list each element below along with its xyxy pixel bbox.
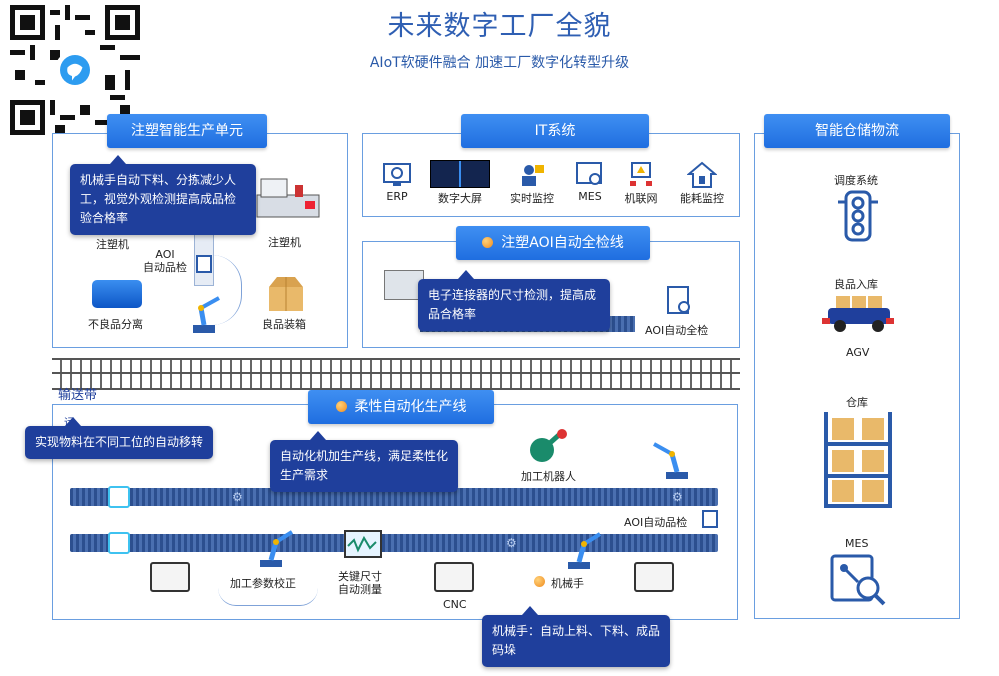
reject-label: 不良品分离 bbox=[88, 318, 143, 331]
robot-arm-icon bbox=[646, 436, 691, 485]
robot-arm-icon bbox=[252, 524, 297, 573]
inbound-label: 良品入库 bbox=[834, 278, 878, 291]
orange-dot-icon bbox=[534, 576, 545, 587]
agv-label: AGV bbox=[846, 346, 870, 359]
iot-label: 机联网 bbox=[624, 192, 658, 205]
orange-dot-icon bbox=[335, 401, 347, 412]
traffic-light-icon bbox=[836, 190, 880, 246]
gear-icon: ⚙ bbox=[506, 536, 517, 550]
it-tag-label: IT系统 bbox=[534, 123, 576, 139]
erp-label: ERP bbox=[386, 190, 408, 203]
dashboard-icon bbox=[428, 158, 492, 190]
molding-machine-icon bbox=[255, 175, 325, 225]
aoi-label: AOI 自动品检 bbox=[143, 248, 187, 274]
measure-screen-icon bbox=[344, 530, 382, 558]
mes-item[interactable]: MES bbox=[568, 160, 612, 210]
conveyor-callout: 实现物料在不同工位的自动移转 bbox=[25, 417, 213, 459]
monitor-item[interactable]: 实时监控 bbox=[506, 160, 558, 210]
shelf-icon bbox=[820, 412, 896, 512]
cnc-label: CNC bbox=[443, 598, 467, 611]
mes-icon bbox=[568, 160, 612, 190]
energy-label: 能耗监控 bbox=[680, 192, 724, 205]
box-label: 良品装箱 bbox=[262, 318, 306, 331]
flex-aoi-label: AOI自动品检 bbox=[624, 516, 688, 529]
flex-line-tag: 柔性自动化生产线 bbox=[308, 390, 494, 424]
conveyor-callout-text: 实现物料在不同工位的自动移转 bbox=[35, 435, 204, 449]
house-energy-icon bbox=[674, 160, 730, 190]
injection-unit-tag-label: 注塑智能生产单元 bbox=[131, 123, 243, 139]
molding-machine-label: 注塑机 bbox=[96, 238, 129, 251]
it-tag: IT系统 bbox=[461, 114, 649, 148]
dashboard-label: 数字大屏 bbox=[438, 192, 482, 205]
arm-callout-text: 机械手：自动上料、下料、成品码垛 bbox=[492, 624, 661, 657]
measure-label: 关键尺寸 自动测量 bbox=[338, 570, 382, 596]
conveyor-rail bbox=[52, 358, 740, 374]
mes-label: MES bbox=[578, 190, 602, 203]
flex-aoi-icon bbox=[702, 510, 718, 528]
gear-icon: ⚙ bbox=[232, 490, 243, 504]
cycle-arrow bbox=[212, 255, 242, 325]
mes-document-icon bbox=[828, 554, 888, 610]
aoi-full-label: AOI自动全检 bbox=[645, 324, 709, 337]
conveyor-label: 输送带 bbox=[58, 388, 98, 403]
molding-machine-label: 注塑机 bbox=[268, 236, 301, 249]
dispatch-label: 调度系统 bbox=[834, 174, 878, 187]
warehouse-tag-label: 智能仓储物流 bbox=[815, 123, 899, 139]
iot-item[interactable]: 机联网 bbox=[619, 160, 663, 210]
page-subtitle: AIoT软硬件融合 加速工厂数字化转型升级 bbox=[369, 55, 630, 71]
lower-belt bbox=[70, 534, 718, 552]
chip-icon bbox=[108, 532, 130, 554]
injection-callout-text: 机械手自动下料、分拣减少人工，视觉外观检测提高成品检验合格率 bbox=[80, 173, 237, 225]
orange-dot-icon bbox=[482, 237, 494, 248]
warehouse-tag: 智能仓储物流 bbox=[764, 114, 950, 148]
injection-unit-callout: 机械手自动下料、分拣减少人工，视觉外观检测提高成品检验合格率 bbox=[70, 155, 256, 235]
calibration-label: 加工参数校正 bbox=[230, 577, 296, 590]
erp-item[interactable]: ERP bbox=[375, 160, 419, 210]
monitor-person-icon bbox=[506, 160, 558, 190]
calibration-arrow bbox=[218, 588, 318, 606]
processing-robot-label: 加工机器人 bbox=[521, 470, 576, 483]
reject-box-icon bbox=[92, 280, 142, 308]
warehouse-mes-label: MES bbox=[845, 537, 869, 550]
conveyor-rail bbox=[52, 374, 740, 390]
network-icon bbox=[619, 160, 663, 190]
chip-icon bbox=[108, 486, 130, 508]
gear-monitor-icon bbox=[375, 160, 419, 190]
cardboard-box-icon bbox=[265, 275, 307, 317]
aoi-scan-icon bbox=[196, 255, 212, 273]
aoi-line-tag: 注塑AOI自动全检线 bbox=[456, 226, 650, 260]
aoi-line-tag-label: 注塑AOI自动全检线 bbox=[501, 235, 624, 251]
storage-label: 仓库 bbox=[846, 396, 868, 409]
robot-arm-icon bbox=[560, 526, 605, 575]
qr-code bbox=[10, 5, 140, 135]
flex-line-callout: 自动化机加生产线，满足柔性化生产需求 bbox=[270, 431, 458, 492]
flex-callout-text: 自动化机加生产线，满足柔性化生产需求 bbox=[280, 449, 449, 482]
page-title: 未来数字工厂全貌 bbox=[387, 11, 612, 42]
aoi-callout-text: 电子连接器的尺寸检测，提高成品合格率 bbox=[428, 288, 597, 321]
injection-unit-tag: 注塑智能生产单元 bbox=[107, 114, 267, 148]
monitor-label: 实时监控 bbox=[510, 192, 554, 205]
gear-icon: ⚙ bbox=[672, 490, 683, 504]
flex-line-tag-label: 柔性自动化生产线 bbox=[354, 399, 467, 415]
cnc-machine-icon bbox=[434, 562, 474, 592]
upper-belt bbox=[70, 488, 718, 506]
arm-callout: 机械手：自动上料、下料、成品码垛 bbox=[482, 606, 670, 667]
cnc-machine-icon bbox=[150, 562, 190, 592]
energy-item[interactable]: 能耗监控 bbox=[674, 160, 730, 210]
agv-icon bbox=[822, 292, 894, 340]
aoi-line-callout: 电子连接器的尺寸检测，提高成品合格率 bbox=[418, 270, 610, 331]
processing-robot-icon bbox=[528, 424, 572, 468]
dashboard-item[interactable]: 数字大屏 bbox=[428, 158, 492, 210]
document-search-icon bbox=[665, 285, 695, 317]
arm-label: 机械手 bbox=[551, 577, 584, 590]
cnc-machine-icon bbox=[634, 562, 674, 592]
